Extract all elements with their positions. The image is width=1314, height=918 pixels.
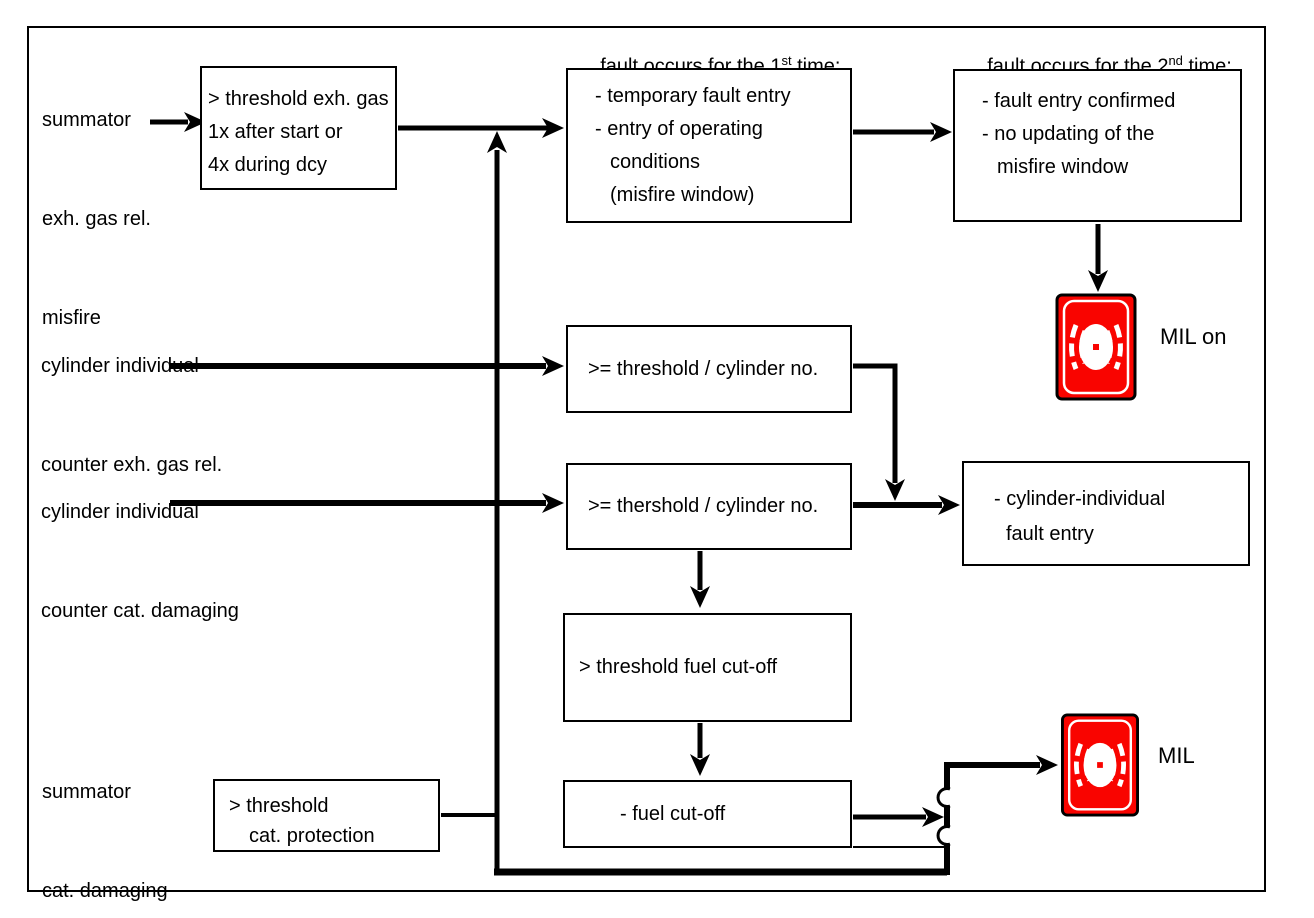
- box-fault-first: - temporary fault entry - entry of opera…: [566, 68, 852, 223]
- box-threshold-cylinder: >= threshold / cylinder no.: [566, 325, 852, 413]
- box-threshold-fuel-cutoff: > threshold fuel cut-off: [563, 613, 852, 722]
- header-sup: nd: [1168, 53, 1183, 68]
- mil-lamp-icon: [1061, 713, 1139, 817]
- mil-on-label: MIL on: [1160, 324, 1227, 349]
- box-line: - no updating of the: [982, 123, 1155, 145]
- box-line: > threshold fuel cut-off: [579, 656, 778, 678]
- label-line: cylinder individual: [41, 501, 199, 523]
- box-line: - entry of operating: [595, 118, 763, 140]
- box-line: conditions: [610, 151, 701, 173]
- box-line: > threshold exh. gas: [208, 88, 389, 110]
- box-line: - cylinder-individual: [994, 488, 1166, 510]
- label-cylinder-counter-exh-gas: cylinder individual counter exh. gas rel…: [41, 284, 222, 548]
- header-sup: st: [781, 53, 792, 68]
- box-cylinder-fault-entry: - cylinder-individual fault entry: [962, 461, 1250, 566]
- box-fuel-cutoff: - fuel cut-off: [563, 780, 852, 848]
- box-line: >= threshold / cylinder no.: [588, 357, 819, 380]
- box-line: fault entry: [1006, 523, 1094, 545]
- box-line: misfire window: [997, 156, 1129, 178]
- box-line: - fuel cut-off: [620, 802, 726, 825]
- box-threshold-cat-protection: > threshold cat. protection: [213, 779, 440, 852]
- label-cylinder-counter-cat-damaging: cylinder individual counter cat. damagin…: [41, 430, 239, 694]
- box-line: - temporary fault entry: [595, 85, 791, 107]
- box-threshold-exh-gas: > threshold exh. gas 1x after start or 4…: [200, 66, 397, 190]
- label-line: summator: [42, 109, 131, 131]
- box-line: 1x after start or: [208, 121, 343, 143]
- box-thershold-cylinder: >= thershold / cylinder no.: [566, 463, 852, 550]
- mil-lamp-icon: [1055, 293, 1137, 401]
- label-line: summator: [42, 781, 131, 803]
- label-line: counter exh. gas rel.: [41, 454, 223, 476]
- label-line: counter cat. damaging: [41, 600, 239, 622]
- label-summator-cat-damaging: summator cat. damaging misfire fzkats: [42, 710, 168, 918]
- box-line: > threshold: [229, 795, 329, 817]
- box-line: >= thershold / cylinder no.: [588, 495, 819, 517]
- box-line: cat. protection: [249, 825, 375, 847]
- mil-label: MIL: [1158, 743, 1195, 768]
- box-fault-second: - fault entry confirmed - no updating of…: [953, 69, 1242, 222]
- label-line: cylinder individual: [41, 355, 199, 377]
- box-line: - fault entry confirmed: [982, 90, 1176, 112]
- label-summator-exh-gas: summator exh. gas rel. misfire: [42, 38, 151, 401]
- label-line: misfire: [42, 307, 101, 329]
- box-line: 4x during dcy: [208, 154, 327, 176]
- label-line: cat. damaging: [42, 880, 168, 902]
- label-line: exh. gas rel.: [42, 208, 151, 230]
- box-line: (misfire window): [610, 184, 755, 206]
- diagram-border: [27, 26, 1266, 892]
